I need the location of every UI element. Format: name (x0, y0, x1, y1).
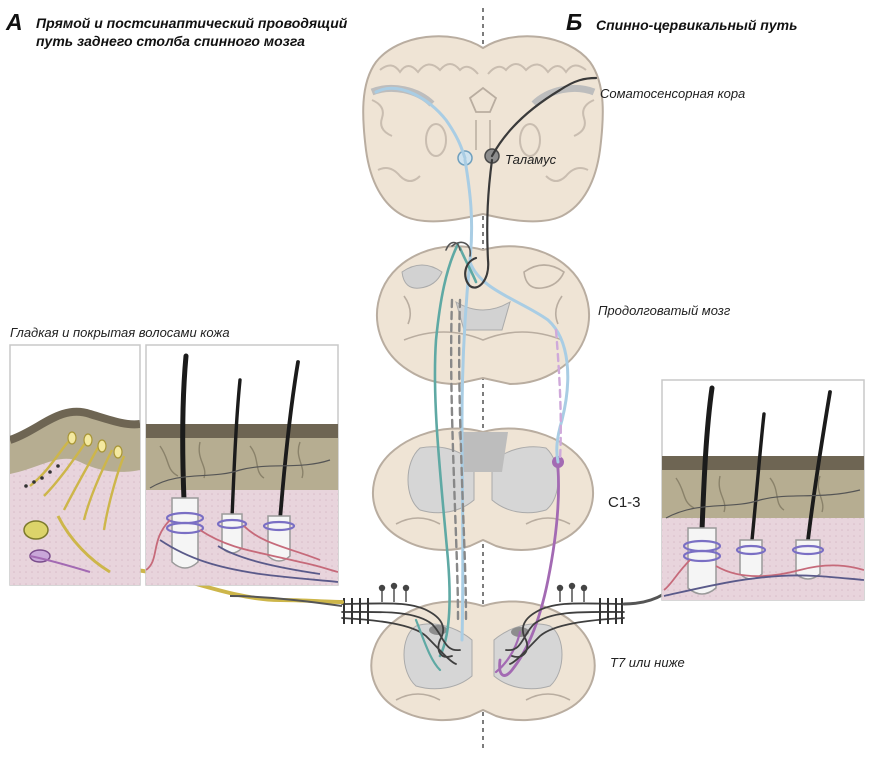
thalamocortical-projection (445, 76, 598, 289)
panel-a-title-line1: Прямой и постсинаптический проводящий (36, 15, 348, 31)
skin-panel-hairy-right (661, 379, 865, 601)
medulla-label: Продолговатый мозг (598, 303, 731, 318)
peripheral-nerve-right (622, 592, 666, 606)
dorsal-column-pathway (374, 86, 570, 658)
brain-cortex-section (362, 35, 604, 223)
dashed-tracts (449, 298, 562, 622)
cervical-cord-section (372, 427, 594, 551)
cortex-label: Соматосенсорная кора (600, 86, 746, 101)
thalamus-label: Таламус (505, 152, 557, 167)
thoracic-cord-section (370, 600, 596, 722)
spinocervical-pathway (494, 466, 560, 677)
panel-b-title: Спинно-цервикальный путь (596, 17, 798, 33)
skin-panel-smooth (9, 344, 141, 586)
skin-label: Гладкая и покрытая волосами кожа (10, 325, 230, 340)
thoracic-segment-label: T7 или ниже (610, 655, 685, 670)
peripheral-nerve-left (108, 567, 344, 604)
medulla-section (376, 245, 590, 386)
skin-panel-hairy-left (145, 344, 339, 586)
panel-a-letter: А (6, 9, 23, 35)
panel-b-letter: Б (566, 9, 583, 35)
cervical-segment-label: C1-3 (608, 494, 641, 511)
dorsal-root-fibers (341, 602, 625, 672)
dorsal-root-ganglia (343, 582, 623, 624)
panel-a-title-line2: путь заднего столба спинного мозга (36, 33, 305, 49)
